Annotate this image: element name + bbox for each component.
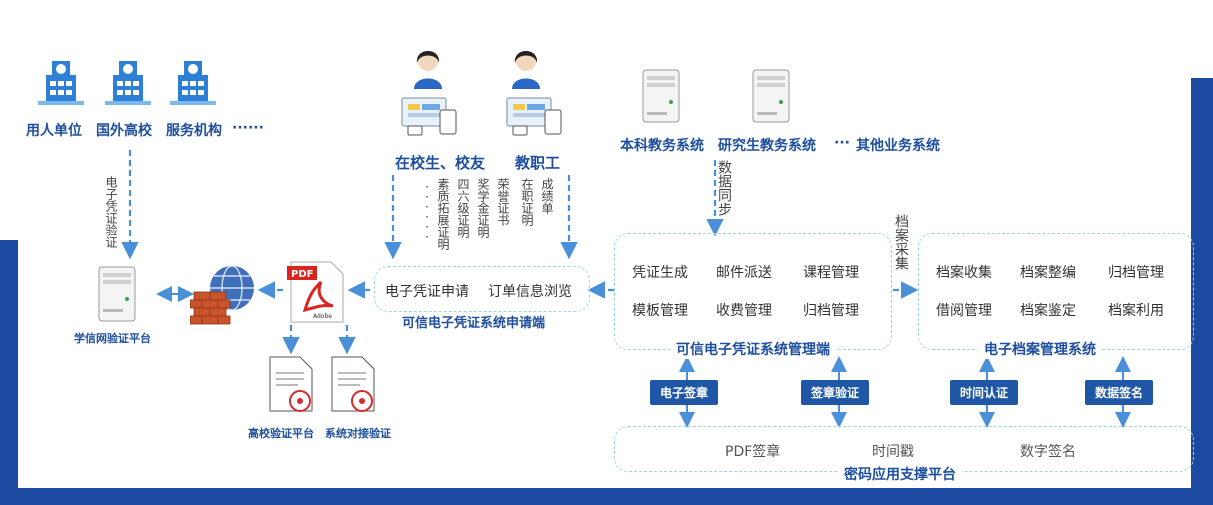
firewall-globe-icon — [190, 265, 254, 325]
crypto-item-timestamp: 时间戳 — [872, 444, 914, 460]
archive-item: 档案整编 — [1020, 265, 1076, 281]
mgmt-item: 模板管理 — [632, 303, 688, 319]
system-verify-label: 系统对接验证 — [325, 427, 391, 440]
server-icon — [752, 69, 790, 123]
devices-icon — [401, 97, 457, 136]
xuexin-platform-label: 学信网验证平台 — [74, 332, 151, 345]
cert-cet: 四六级证明 — [456, 178, 470, 238]
badge-signature-verify: 签章验证 — [801, 380, 870, 405]
server-icon — [98, 266, 136, 322]
server-icon — [642, 69, 680, 123]
univ-verify-label: 高校验证平台 — [248, 427, 314, 440]
frame-right-panel — [1191, 78, 1213, 505]
biz-other-label: 其他业务系统 — [856, 138, 940, 154]
svg-text:PDF: PDF — [291, 269, 313, 280]
pdf-document-icon: PDF Adobe — [287, 261, 344, 323]
archive-collect-label: 档案采集 — [893, 214, 909, 270]
badge-data-sign: 数据签名 — [1085, 380, 1154, 405]
verify-vertical-label: 电子凭证验证 — [104, 176, 118, 248]
badge-time-auth: 时间认证 — [950, 380, 1019, 405]
apply-box-title: 可信电子凭证系统申请端 — [396, 312, 552, 331]
apply-item-orders: 订单信息浏览 — [488, 284, 572, 300]
archive-box-title: 电子档案管理系统 — [978, 339, 1102, 359]
mgmt-item: 课程管理 — [803, 265, 859, 281]
crypto-item-digital-sign: 数字签名 — [1020, 444, 1076, 460]
mgmt-item: 归档管理 — [803, 303, 859, 319]
archive-item: 归档管理 — [1108, 265, 1164, 281]
mgmt-box-title: 可信电子凭证系统管理端 — [670, 339, 836, 359]
building-icon — [38, 61, 84, 105]
mgmt-box — [614, 233, 892, 350]
user-staff-label: 教职工 — [515, 154, 561, 172]
student-more: ······ — [420, 180, 434, 240]
apply-box — [374, 266, 590, 312]
archive-item: 档案收集 — [936, 265, 992, 281]
archive-item: 档案利用 — [1108, 303, 1164, 319]
frame-left-panel — [0, 240, 18, 505]
biz-grad-label: 研究生教务系统 — [718, 138, 816, 154]
cert-quality: 素质拓展证明 — [436, 178, 450, 250]
mgmt-item: 收费管理 — [716, 303, 772, 319]
cert-scholarship: 奖学金证明 — [476, 178, 490, 238]
badge-e-signature: 电子签章 — [650, 380, 719, 405]
archive-item: 档案鉴定 — [1020, 303, 1076, 319]
cert-employment: 在职证明 — [520, 178, 534, 226]
source-ellipsis: ······ — [232, 120, 264, 136]
cert-transcript: 成绩单 — [540, 178, 554, 214]
svg-text:Adobe: Adobe — [313, 313, 332, 320]
source-label-service-org: 服务机构 — [166, 123, 222, 139]
user-student-label: 在校生、校友 — [395, 154, 486, 172]
crypto-item-pdf-sign: PDF签章 — [725, 444, 781, 460]
certificate-icon — [269, 356, 313, 412]
crypto-box-title: 密码应用支撑平台 — [838, 464, 962, 484]
devices-icon — [506, 97, 562, 136]
mgmt-item: 凭证生成 — [632, 265, 688, 281]
frame-bottom-bar — [0, 488, 1213, 505]
apply-item-request: 电子凭证申请 — [385, 284, 469, 300]
building-icon — [170, 61, 216, 105]
person-icon — [414, 51, 442, 89]
biz-more: ··· — [834, 135, 850, 151]
building-icon — [105, 61, 151, 105]
data-sync-label: 数据同步 — [716, 160, 732, 216]
source-label-employer: 用人单位 — [26, 123, 82, 139]
biz-undergrad-label: 本科教务系统 — [620, 138, 704, 154]
archive-item: 借阅管理 — [936, 303, 992, 319]
source-label-foreign-univ: 国外高校 — [96, 123, 152, 139]
cert-honor: 荣誉证书 — [496, 178, 510, 226]
certificate-icon — [331, 356, 375, 412]
person-icon — [512, 51, 540, 89]
mgmt-item: 邮件派送 — [716, 265, 772, 281]
archive-box — [918, 233, 1194, 350]
